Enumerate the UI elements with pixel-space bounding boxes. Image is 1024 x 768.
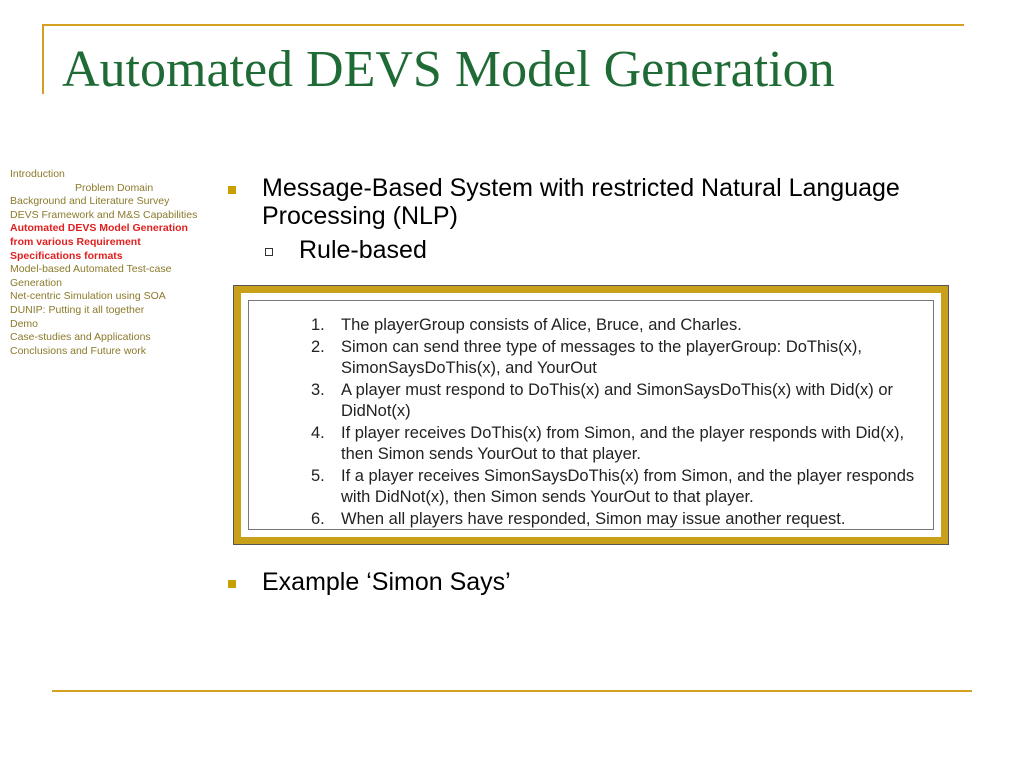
rule-text: If player receives DoThis(x) from Simon,… xyxy=(341,423,905,464)
rule-number: 5. xyxy=(311,466,325,485)
outline-item-case-studies[interactable]: Case-studies and Applications xyxy=(10,331,151,344)
rule-item: 3. A player must respond to DoThis(x) and… xyxy=(299,380,939,423)
rule-text: The playerGroup consists of Alice, Bruce… xyxy=(341,316,742,334)
rule-text: If a player receives SimonSaysDoThis(x) … xyxy=(341,466,915,507)
rule-text: When all players have responded, Simon m… xyxy=(341,509,846,528)
bullet-text: Example ‘Simon Says’ xyxy=(262,568,511,596)
example-section: Example ‘Simon Says’ xyxy=(224,568,984,596)
square-bullet-icon xyxy=(228,186,236,194)
rules-figure-inner: 1. The playerGroup consists of Alice, Bru… xyxy=(248,300,934,530)
outline-item-automated-devs-current[interactable]: Automated DEVS Model Generation from var… xyxy=(10,222,188,262)
rule-number: 2. xyxy=(311,337,325,356)
hollow-square-bullet-icon xyxy=(265,248,273,256)
outline-item-introduction[interactable]: Introduction xyxy=(10,168,65,180)
outline-item-conclusions[interactable]: Conclusions and Future work xyxy=(10,344,146,357)
outline-sidebar: Introduction Problem Domain Background a… xyxy=(10,168,200,358)
rule-item: 1. The playerGroup consists of Alice, Bru… xyxy=(299,315,939,337)
rule-item: 6. When all players have responded, Simon… xyxy=(299,509,939,531)
outline-item-devs-framework[interactable]: DEVS Framework and M&S Capabilities xyxy=(10,208,198,221)
slide-title: Automated DEVS Model Generation xyxy=(62,41,835,98)
outline-item-demo[interactable]: Demo xyxy=(10,317,39,330)
rule-number: 3. xyxy=(311,380,325,399)
bullet-example-simon-says: Example ‘Simon Says’ xyxy=(224,568,984,596)
rule-number: 4. xyxy=(311,423,325,442)
outline-item-background[interactable]: Background and Literature Survey xyxy=(10,195,170,208)
rule-number: 6. xyxy=(311,509,325,528)
bottom-rule xyxy=(52,690,972,692)
slide-content: Message-Based System with restricted Nat… xyxy=(224,174,984,264)
rule-item: 5. If a player receives SimonSaysDoThis(x… xyxy=(299,466,939,509)
rules-figure: 1. The playerGroup consists of Alice, Bru… xyxy=(233,285,949,545)
rules-list: 1. The playerGroup consists of Alice, Bru… xyxy=(299,315,939,530)
outline-item-problem-domain[interactable]: Problem Domain xyxy=(75,181,154,194)
outline-item-net-centric-simulation[interactable]: Net-centric Simulation using SOA xyxy=(10,290,166,303)
sub-bullet-rule-based: Rule-based xyxy=(262,236,984,264)
bullet-text: Message-Based System with restricted Nat… xyxy=(262,174,900,230)
rule-item: 4. If player receives DoThis(x) from Simo… xyxy=(299,423,939,466)
rule-number: 1. xyxy=(311,316,325,334)
rule-text: A player must respond to DoThis(x) and S… xyxy=(341,380,894,421)
top-rule xyxy=(42,24,964,26)
outline-item-test-case-generation[interactable]: Model-based Automated Test-case Generati… xyxy=(10,263,172,289)
outline-item-dunip[interactable]: DUNIP: Putting it all together xyxy=(10,303,145,316)
square-bullet-icon xyxy=(228,580,236,588)
rule-item: 2. Simon can send three type of messages … xyxy=(299,337,939,380)
rule-text: Simon can send three type of messages to… xyxy=(341,337,862,378)
sub-bullet-text: Rule-based xyxy=(299,236,427,264)
bullet-message-based: Message-Based System with restricted Nat… xyxy=(224,174,984,230)
left-rule xyxy=(42,24,44,94)
